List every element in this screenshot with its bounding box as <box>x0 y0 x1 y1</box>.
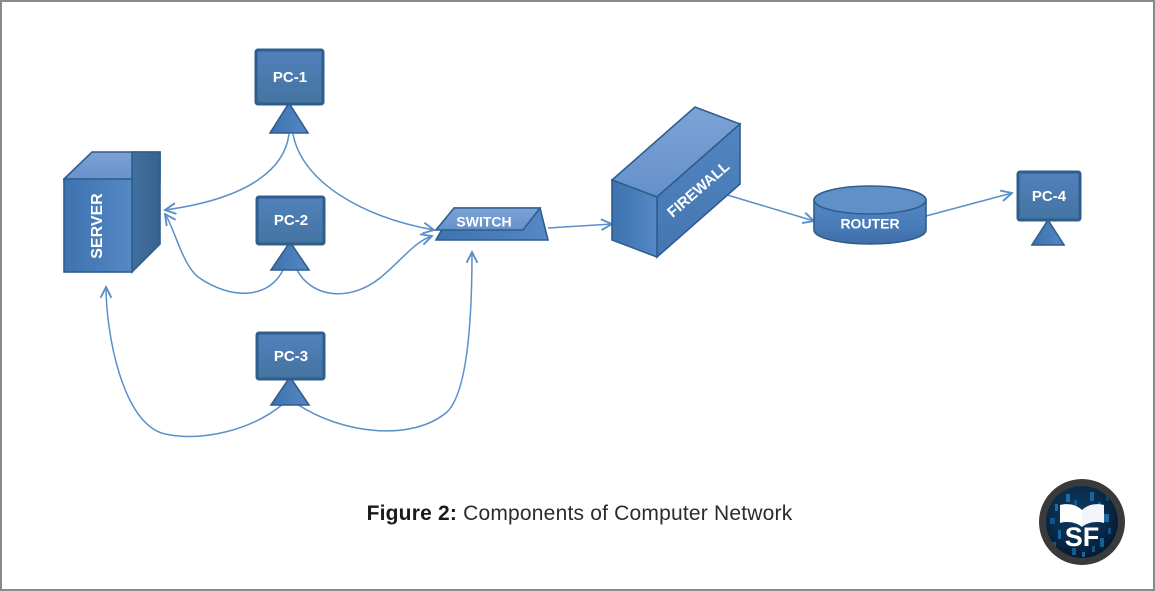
node-pc3[interactable]: PC-3 <box>255 331 326 406</box>
node-router[interactable]: ROUTER <box>813 185 927 245</box>
node-pc1[interactable]: PC-1 <box>254 48 325 134</box>
router-label: ROUTER <box>840 216 899 232</box>
pc4-label: PC-4 <box>1032 188 1067 205</box>
pc3-stand <box>269 375 311 406</box>
server-front-face <box>63 178 133 273</box>
server-side-face <box>131 151 161 274</box>
connector-layer <box>106 133 1012 438</box>
logo-initials: SF <box>1065 522 1100 552</box>
server-label: SERVER <box>89 193 106 259</box>
sf-logo[interactable]: SF <box>1038 478 1126 566</box>
pc4-screen <box>1016 170 1082 222</box>
connector-pc1-switch <box>292 133 434 230</box>
node-pc4[interactable]: PC-4 <box>1016 170 1082 246</box>
connector-pc2-switch <box>296 236 432 295</box>
connector-pc3-switch <box>296 252 472 432</box>
switch-label: SWITCH <box>456 214 511 230</box>
pc2-stand <box>269 240 311 271</box>
logo-book-right-page <box>1082 504 1104 527</box>
router-top-ellipse <box>813 185 927 215</box>
connector-firewall-router <box>723 193 814 221</box>
caption-title: Components of Computer Network <box>463 502 793 525</box>
pc1-label: PC-1 <box>273 69 307 86</box>
connector-pc3-server <box>106 287 284 438</box>
node-server[interactable]: SERVER <box>63 151 161 274</box>
logo-book-left-page <box>1060 504 1082 527</box>
node-pc2[interactable]: PC-2 <box>255 195 326 271</box>
figure-caption: Figure 2: Components of Computer Network <box>2 502 1153 526</box>
connector-pc1-server <box>165 133 290 210</box>
pc2-screen <box>255 195 326 246</box>
pc1-stand <box>268 101 310 134</box>
connector-switch-firewall <box>547 224 612 228</box>
switch-top-face <box>434 207 542 231</box>
pc4-stand <box>1030 218 1066 246</box>
node-switch[interactable]: SWITCH <box>434 207 550 241</box>
pc2-label: PC-2 <box>274 212 308 229</box>
caption-figure-number: Figure 2: <box>366 502 458 525</box>
connector-router-pc4 <box>925 193 1012 217</box>
pc1-screen <box>254 48 325 106</box>
firewall-end-face <box>611 178 658 259</box>
pc3-label: PC-3 <box>274 348 308 365</box>
connector-pc2-server <box>165 214 284 294</box>
node-firewall[interactable]: FIREWALL <box>610 106 742 259</box>
pc3-screen <box>255 331 326 381</box>
